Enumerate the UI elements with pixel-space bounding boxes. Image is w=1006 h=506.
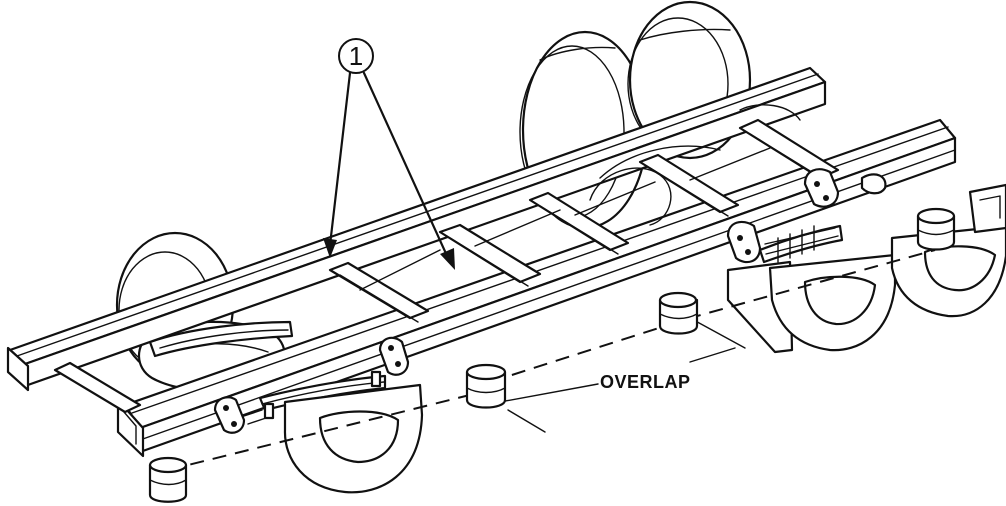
overlap-label: OVERLAP bbox=[600, 372, 691, 392]
callout-circle bbox=[338, 38, 374, 74]
rear-axle-far bbox=[589, 104, 801, 226]
rear-spring-near bbox=[726, 168, 887, 264]
callout-number: 1 bbox=[348, 41, 364, 71]
frame-rail-far bbox=[6, 66, 827, 392]
front-saddle-near bbox=[283, 383, 424, 494]
spacer-block-1 bbox=[148, 456, 188, 503]
cross-members bbox=[53, 118, 840, 414]
spacer-block-4 bbox=[916, 207, 956, 251]
callout-leaders bbox=[323, 38, 455, 270]
spacer-blocks bbox=[148, 207, 956, 503]
spacer-block-3 bbox=[658, 291, 699, 335]
rear-saddles-near bbox=[726, 183, 1006, 354]
front-spring-far bbox=[148, 320, 294, 358]
spacer-block-2 bbox=[465, 363, 507, 409]
